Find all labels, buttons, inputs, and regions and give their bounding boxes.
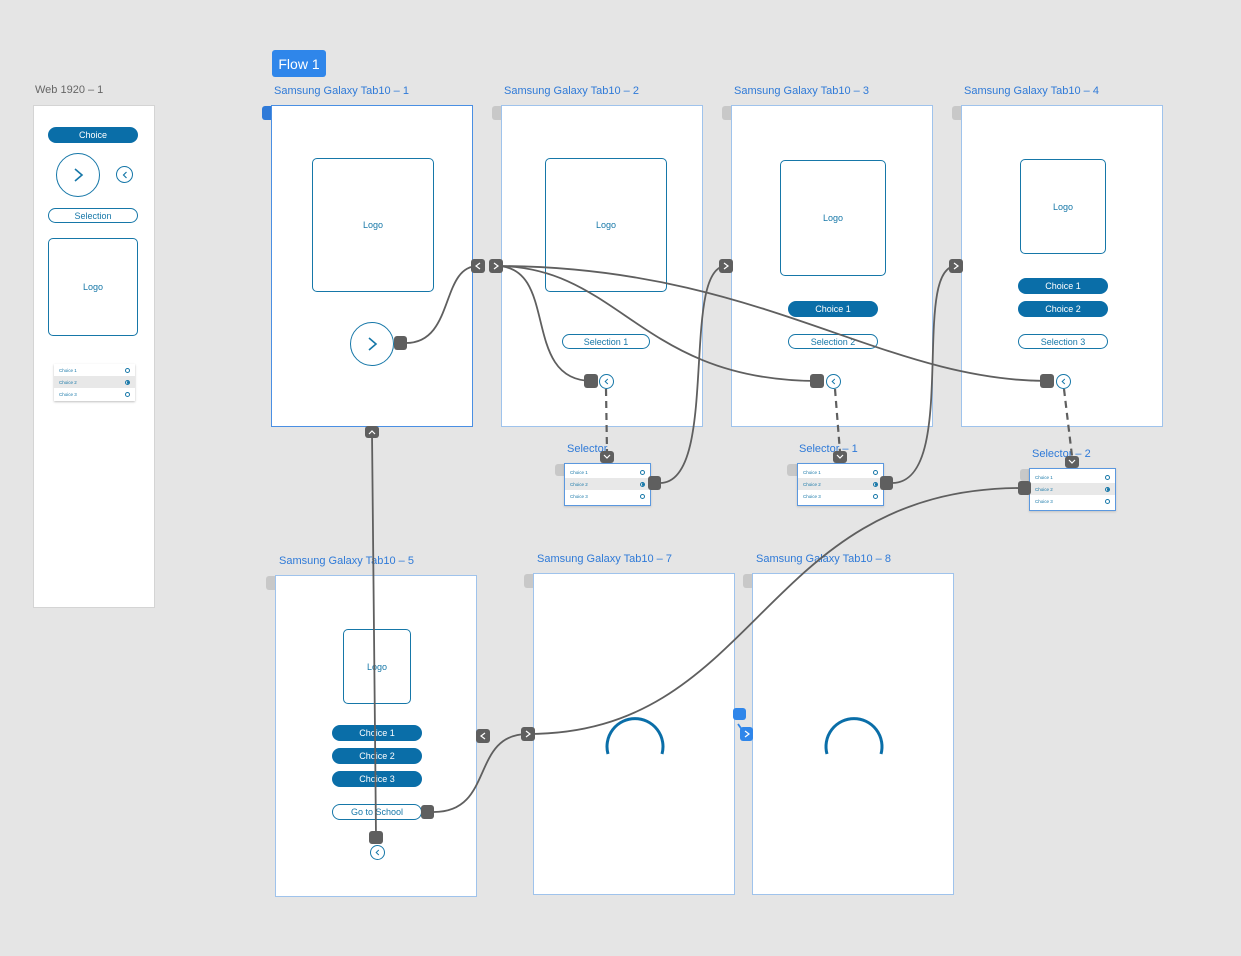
back-button[interactable] xyxy=(370,845,385,860)
logo-placeholder: Logo xyxy=(343,629,411,704)
chevron-right-icon xyxy=(74,168,84,182)
wire xyxy=(737,723,746,735)
radio-icon xyxy=(1105,498,1110,504)
artboard-marker xyxy=(952,106,962,120)
next-button[interactable] xyxy=(350,322,394,366)
home-marker xyxy=(262,106,272,120)
chevron-left-icon xyxy=(604,378,609,385)
radio-icon xyxy=(640,493,645,499)
selection-button[interactable]: Selection 2 xyxy=(788,334,878,349)
artboard-marker xyxy=(787,464,797,476)
artboard-title-tab10-8[interactable]: Samsung Galaxy Tab10 – 8 xyxy=(756,553,891,565)
artboard-marker xyxy=(492,106,502,120)
choice-2-button[interactable]: Choice 2 xyxy=(1018,301,1108,317)
selector-row[interactable]: Choice 2 xyxy=(798,478,883,490)
mini-selector-list: Choice 1 Choice 2 Choice 3 xyxy=(54,364,135,401)
loading-spinner-icon xyxy=(605,717,665,755)
next-button[interactable] xyxy=(56,153,100,197)
connector-node xyxy=(476,729,490,743)
artboard-title-selector-1[interactable]: Selector – 1 xyxy=(799,443,858,455)
mini-list-item[interactable]: Choice 2 xyxy=(54,376,135,388)
radio-checked-icon xyxy=(873,481,878,487)
artboard-title-tab10-4[interactable]: Samsung Galaxy Tab10 – 4 xyxy=(964,85,1099,97)
flow-start-badge[interactable]: Flow 1 xyxy=(272,50,326,77)
selector-artboard[interactable]: Choice 1 Choice 2 Choice 3 xyxy=(564,463,651,506)
radio-icon xyxy=(873,493,878,499)
radio-icon xyxy=(873,469,878,475)
choice-button[interactable]: Choice xyxy=(48,127,138,143)
selector-toggle[interactable] xyxy=(599,374,614,389)
selector-row[interactable]: Choice 3 xyxy=(798,490,883,502)
chevron-right-icon xyxy=(368,337,378,351)
selector-row[interactable]: Choice 1 xyxy=(1030,471,1115,483)
selection-button[interactable]: Selection 3 xyxy=(1018,334,1108,349)
artboard-marker xyxy=(722,106,732,120)
artboard-title-tab10-5[interactable]: Samsung Galaxy Tab10 – 5 xyxy=(279,555,414,567)
choice-2-button[interactable]: Choice 2 xyxy=(332,748,422,764)
artboard-title-tab10-2[interactable]: Samsung Galaxy Tab10 – 2 xyxy=(504,85,639,97)
logo-placeholder: Logo xyxy=(545,158,667,292)
radio-icon xyxy=(1105,474,1110,480)
logo-placeholder: Logo xyxy=(48,238,138,336)
mini-list-item[interactable]: Choice 3 xyxy=(54,388,135,400)
selector-toggle[interactable] xyxy=(1056,374,1071,389)
choice-3-button[interactable]: Choice 3 xyxy=(332,771,422,787)
artboard-title-selector[interactable]: Selector xyxy=(567,443,608,455)
loading-spinner-icon xyxy=(824,717,884,755)
artboard-web-1920-1[interactable]: Choice Selection Logo Choice 1 Choice 2 … xyxy=(33,105,155,608)
chevron-left-icon xyxy=(1061,378,1066,385)
choice-1-button[interactable]: Choice 1 xyxy=(788,301,878,317)
back-button[interactable] xyxy=(116,166,133,183)
artboard-title-tab10-1[interactable]: Samsung Galaxy Tab10 – 1 xyxy=(274,85,409,97)
selector-row[interactable]: Choice 1 xyxy=(798,466,883,478)
artboard-tab10-1[interactable]: Logo xyxy=(271,105,473,427)
artboard-title-tab10-7[interactable]: Samsung Galaxy Tab10 – 7 xyxy=(537,553,672,565)
choice-1-button[interactable]: Choice 1 xyxy=(1018,278,1108,294)
artboard-tab10-3[interactable]: Logo Choice 1 Selection 2 xyxy=(731,105,933,427)
selection-button[interactable]: Selection xyxy=(48,208,138,223)
radio-checked-icon xyxy=(125,379,130,385)
choice-1-button[interactable]: Choice 1 xyxy=(332,725,422,741)
connector-node xyxy=(471,259,485,273)
radio-icon xyxy=(640,469,645,475)
logo-placeholder: Logo xyxy=(312,158,434,292)
artboard-title-web[interactable]: Web 1920 – 1 xyxy=(35,84,104,96)
selector-row[interactable]: Choice 3 xyxy=(1030,495,1115,507)
selector-artboard[interactable]: Choice 1 Choice 2 Choice 3 xyxy=(1029,468,1116,511)
artboard-tab10-5[interactable]: Logo Choice 1 Choice 2 Choice 3 Go to Sc… xyxy=(275,575,477,897)
artboard-tab10-8[interactable] xyxy=(752,573,954,895)
selector-row[interactable]: Choice 1 xyxy=(565,466,650,478)
artboard-tab10-4[interactable]: Logo Choice 1 Choice 2 Selection 3 xyxy=(961,105,1163,427)
selector-toggle[interactable] xyxy=(826,374,841,389)
selector-row[interactable]: Choice 3 xyxy=(565,490,650,502)
artboard-marker xyxy=(555,464,565,476)
radio-checked-icon xyxy=(640,481,645,487)
artboard-title-tab10-3[interactable]: Samsung Galaxy Tab10 – 3 xyxy=(734,85,869,97)
logo-placeholder: Logo xyxy=(1020,159,1106,254)
radio-checked-icon xyxy=(1105,486,1110,492)
artboard-tab10-2[interactable]: Logo Selection 1 xyxy=(501,105,703,427)
artboard-title-selector-2[interactable]: Selector – 2 xyxy=(1032,448,1091,460)
selector-artboard[interactable]: Choice 1 Choice 2 Choice 3 xyxy=(797,463,884,506)
go-to-school-button[interactable]: Go to School xyxy=(332,804,422,820)
artboard-tab10-7[interactable] xyxy=(533,573,735,895)
selector-row[interactable]: Choice 2 xyxy=(565,478,650,490)
artboard-marker xyxy=(266,576,276,590)
chevron-left-icon xyxy=(122,171,127,178)
selector-row[interactable]: Choice 2 xyxy=(1030,483,1115,495)
selection-button[interactable]: Selection 1 xyxy=(562,334,650,349)
mini-list-item[interactable]: Choice 1 xyxy=(54,364,135,376)
logo-placeholder: Logo xyxy=(780,160,886,276)
radio-icon xyxy=(125,367,130,373)
chevron-left-icon xyxy=(375,849,380,856)
connector-node xyxy=(365,426,379,438)
chevron-left-icon xyxy=(831,378,836,385)
artboard-marker xyxy=(1020,469,1030,481)
radio-icon xyxy=(125,391,130,397)
